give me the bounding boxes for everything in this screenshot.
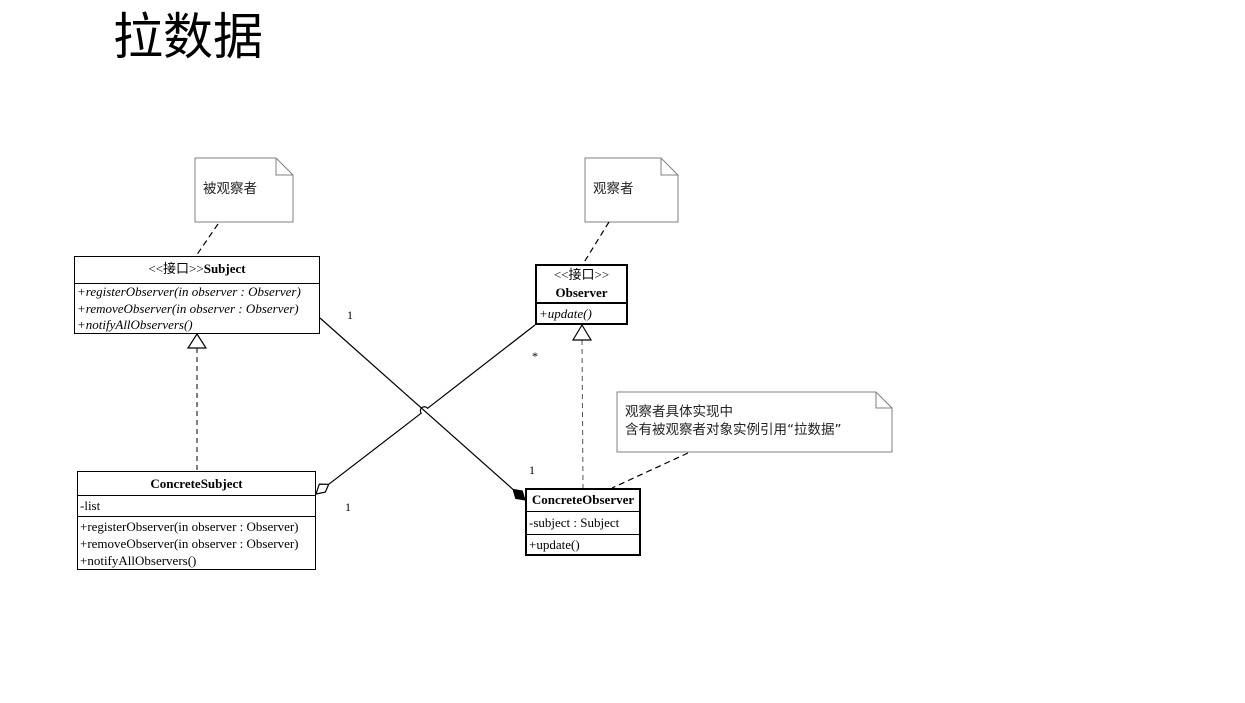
- class-methods: +registerObserver(in observer : Observer…: [78, 517, 315, 569]
- class-methods: +registerObserver(in observer : Observer…: [75, 284, 319, 334]
- aggregation-diamond: [315, 483, 330, 495]
- class-method: +notifyAllObservers(): [77, 317, 193, 332]
- subject-interface-class: <<接口>>Subject +registerObserver(in obser…: [74, 256, 320, 334]
- class-attributes: -subject : Subject: [527, 512, 639, 535]
- multiplicity-subject-end: 1: [347, 308, 353, 322]
- class-attribute: -list: [80, 498, 101, 513]
- observer-concrete-subject-line: [328, 324, 536, 485]
- subject-note-shape: [194, 157, 294, 223]
- observer-note-shape: [584, 157, 679, 223]
- impl-note-fold: [875, 392, 892, 409]
- class-header: <<接口>> Observer: [537, 266, 626, 304]
- class-methods: +update(): [527, 535, 639, 554]
- observer-interface-class: <<接口>> Observer +update(): [535, 264, 628, 325]
- observer-realization-arrowhead: [571, 323, 593, 341]
- class-method: +update(): [539, 306, 592, 321]
- class-method: +removeObserver(in observer : Observer): [80, 536, 299, 551]
- multiplicity-concrete-subject-end: 1: [345, 500, 351, 514]
- class-header: <<接口>>Subject: [75, 257, 319, 284]
- observer-note-fold: [660, 158, 678, 176]
- page-title: 拉数据: [113, 8, 263, 66]
- subject-concrete-observer-line: [319, 317, 514, 490]
- subject-note-outline: [194, 157, 294, 223]
- composition-diamond: [512, 488, 526, 501]
- class-name: Observer: [555, 285, 608, 300]
- multiplicity-concrete-observer-end: 1: [529, 463, 535, 477]
- class-method: +registerObserver(in observer : Observer…: [77, 284, 301, 299]
- observer-note-outline: [584, 157, 679, 223]
- observer-realization-line: [581, 339, 584, 489]
- class-stereotype: <<接口>>: [148, 261, 204, 276]
- observer-note-anchor: [582, 221, 610, 265]
- class-attribute: -subject : Subject: [529, 515, 620, 530]
- impl-note-anchor: [611, 452, 689, 489]
- subject-note-anchor: [195, 223, 219, 257]
- class-name: ConcreteObserver: [527, 490, 639, 512]
- class-stereotype: <<接口>>: [553, 267, 610, 282]
- class-name: ConcreteSubject: [78, 472, 315, 496]
- impl-note-text: 观察者具体实现中 含有被观察者对象实例引用“拉数据”: [625, 403, 842, 439]
- class-methods: +update(): [537, 304, 626, 323]
- subject-note-fold: [275, 158, 293, 176]
- class-name: Subject: [203, 261, 246, 276]
- impl-note-shape: [616, 391, 893, 453]
- concrete-subject-class: ConcreteSubject -list +registerObserver(…: [77, 471, 316, 570]
- subject-realization-arrowhead: [186, 332, 208, 349]
- class-attributes: -list: [78, 496, 315, 517]
- concrete-observer-class: ConcreteObserver -subject : Subject +upd…: [525, 488, 641, 556]
- observer-note-text: 观察者: [593, 181, 634, 197]
- multiplicity-observer-end: *: [532, 349, 538, 363]
- subject-note-text: 被观察者: [203, 181, 257, 197]
- class-method: +update(): [529, 537, 580, 552]
- impl-note-line: 观察者具体实现中: [625, 404, 733, 420]
- class-method: +notifyAllObservers(): [80, 553, 197, 568]
- class-method: +removeObserver(in observer : Observer): [77, 300, 299, 316]
- impl-note-outline: [616, 391, 893, 453]
- impl-note-line: 含有被观察者对象实例引用“拉数据”: [625, 422, 842, 438]
- class-method: +registerObserver(in observer : Observer…: [80, 519, 299, 534]
